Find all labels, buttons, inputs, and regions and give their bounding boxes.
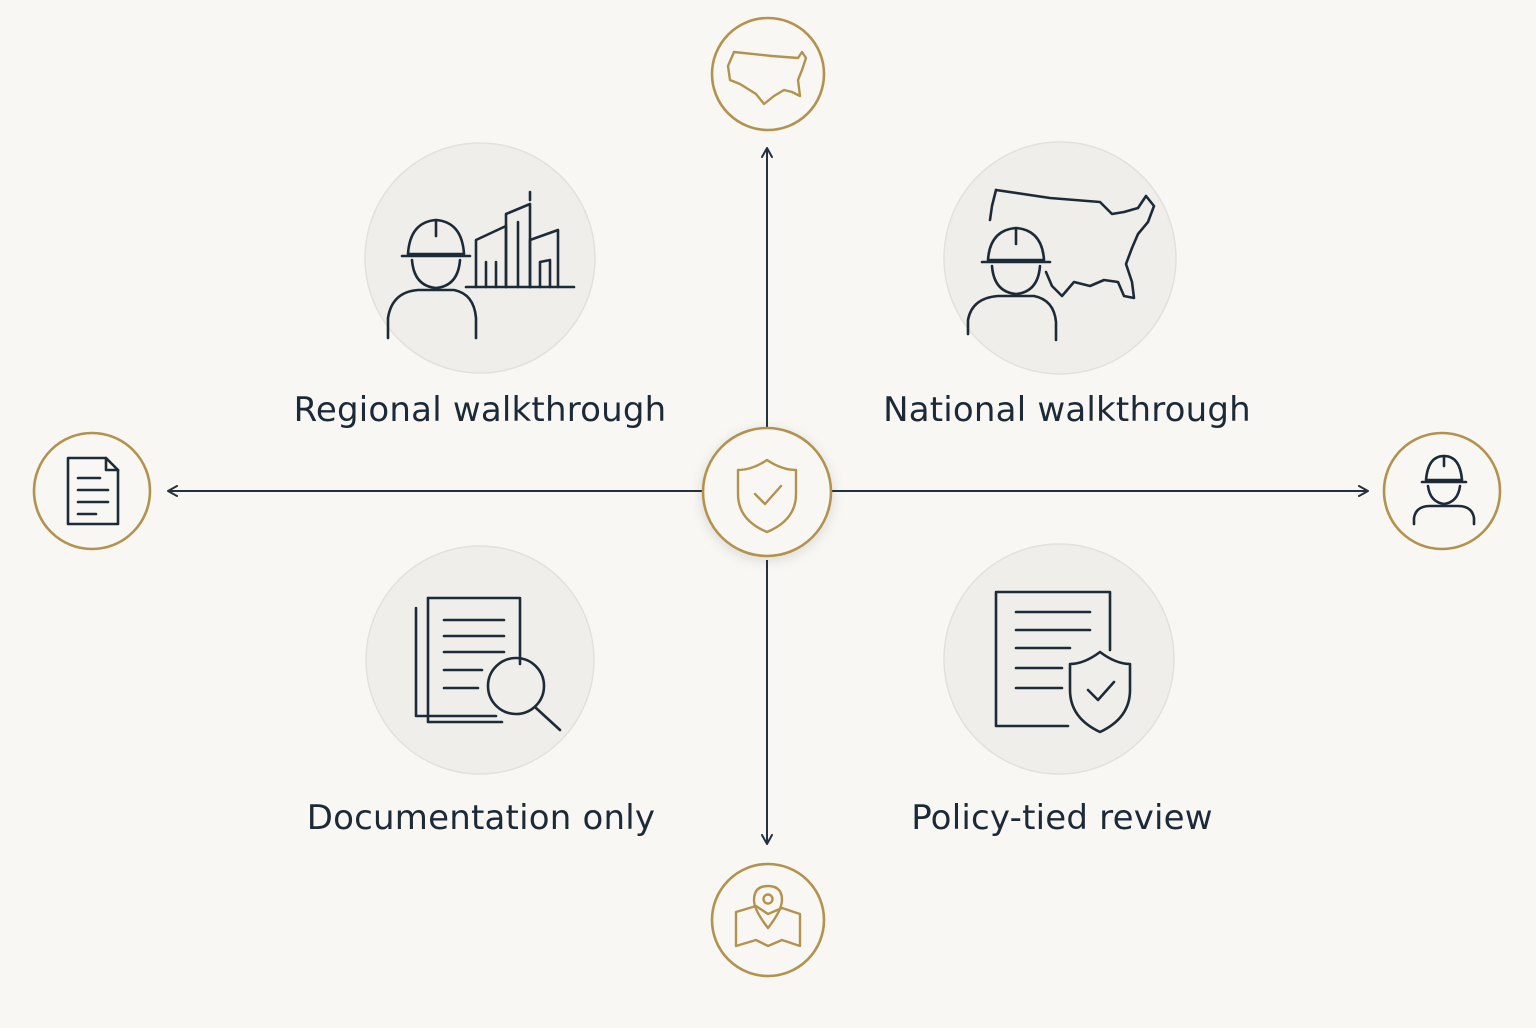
center-node (701, 426, 833, 558)
document-icon (66, 456, 120, 526)
quadrant-label-top-right: National walkthrough (883, 390, 1251, 430)
axis-endpoint-bottom (710, 862, 826, 978)
quadrant-top-right (943, 141, 1177, 375)
quadrant-label-bottom-right: Policy-tied review (911, 798, 1213, 838)
shield-check-icon (736, 458, 798, 534)
document-shield-icon (994, 590, 1132, 734)
quadrant-top-left (364, 142, 596, 374)
quadrant-label-bottom-left: Documentation only (306, 798, 656, 838)
axis-endpoint-top (710, 16, 826, 132)
quadrant-bottom-left (365, 545, 595, 775)
inspector-us-map-icon (966, 188, 1156, 342)
axis-endpoint-left (32, 431, 152, 551)
quadrant-bottom-right (943, 543, 1175, 775)
quadrant-label-top-left: Regional walkthrough (293, 390, 667, 430)
inspector-icon (1412, 454, 1476, 526)
documents-magnifier-icon (414, 596, 562, 732)
axis-endpoint-right (1382, 431, 1502, 551)
inspector-buildings-icon (386, 190, 576, 340)
map-pin-icon (734, 884, 802, 948)
us-map-icon (726, 50, 808, 106)
